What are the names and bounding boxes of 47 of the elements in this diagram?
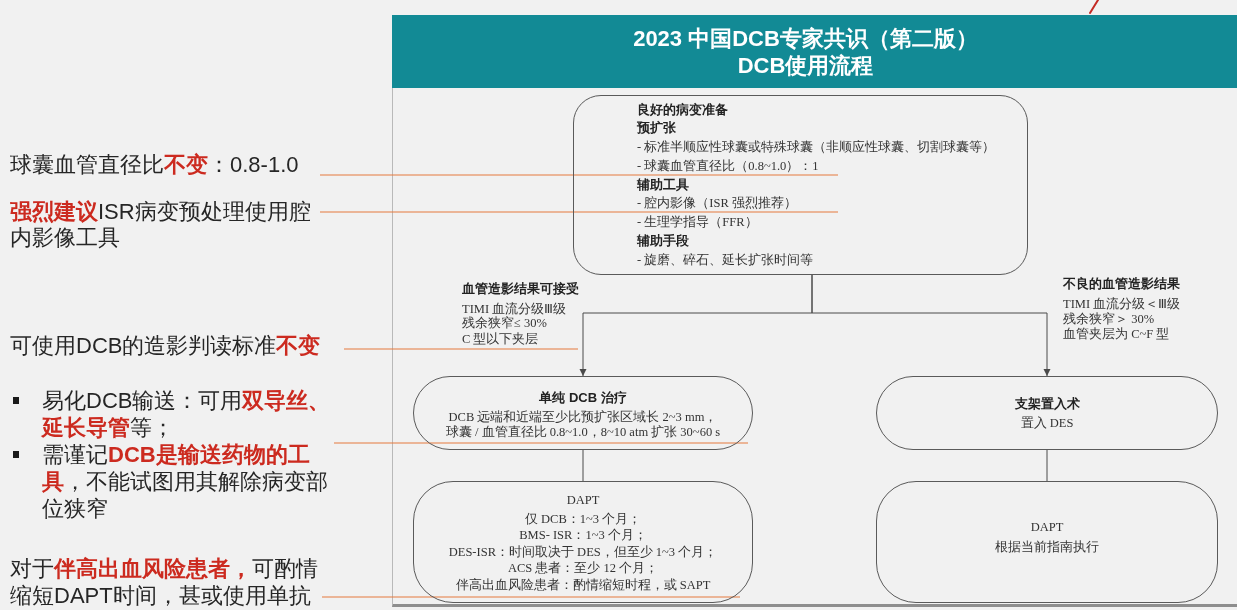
title-text: 2023 中国DCB专家共识（第二版）DCB使用流程: [632, 24, 979, 79]
connector-line: [582, 449, 584, 482]
box-text: 置入 DES: [1020, 415, 1074, 431]
leader-line: [343, 348, 579, 350]
annotation-text: 强烈建议ISR病变预处理使用腔内影像工具: [10, 199, 320, 251]
leader-line: [321, 596, 741, 598]
box-text: DCB 远端和近端至少比预扩张区域长 2~3 mm，球囊 / 血管直径比 0.8~1.0，8~10 atm 扩张 30~60 s: [444, 409, 722, 440]
criteria-text: TIMI 血流分级＜Ⅲ级: [1063, 296, 1181, 312]
leader-line: [333, 442, 749, 444]
box-title: 单纯 DCB 治疗: [539, 389, 627, 405]
connector-line: [1046, 449, 1048, 482]
box-text: BMS- ISR：1~3 个月；: [519, 527, 647, 544]
bullet-text: 需谨记DCB是输送药物的工具，不能试图用其解除病变部位狭窄: [42, 440, 329, 522]
section-heading: 预扩张: [637, 121, 676, 137]
leader-line: [319, 174, 839, 176]
bullet-text: 易化DCB输送：可用双导丝、延长导管等；: [42, 386, 332, 441]
section-heading: 辅助手段: [637, 233, 689, 249]
criteria-text: 残余狭窄＞ 30%: [1063, 311, 1155, 327]
annotation-text: 对于伴高出血风险患者，可酌情缩短DAPT时间，甚或使用单抗: [10, 554, 322, 609]
list-item-text: - 球囊血管直径比（0.8~1.0）：1: [637, 158, 819, 174]
branch-heading: 不良的血管造影结果: [1063, 276, 1180, 292]
list-item-text: - 生理学指导（FFR）: [637, 215, 758, 230]
rounded-box: [413, 481, 753, 603]
annotation-text: 球囊血管直径比不变：0.8-1.0: [10, 152, 320, 178]
list-item-text: - 腔内影像（ISR 强烈推荐）: [637, 196, 797, 212]
box-text: 仅 DCB：1~3 个月；: [524, 510, 642, 527]
criteria-text: C 型以下夹层: [462, 331, 539, 347]
box-title: 支架置入术: [1014, 395, 1080, 411]
rounded-box: [573, 95, 1028, 275]
box-text: DES-ISR：时间取决于 DES，但至少 1~3 个月；: [448, 543, 718, 560]
annotation-text: 可使用DCB的造影判读标准不变: [10, 333, 344, 359]
box-text: 伴高出血风险患者：酌情缩短时程，或 SAPT: [455, 576, 711, 593]
box-text: ACS 患者：至少 12 个月；: [507, 560, 659, 577]
rounded-box: [876, 481, 1218, 603]
criteria-text: TIMI 血流分级Ⅲ级: [462, 301, 567, 316]
arrow: [811, 274, 1051, 377]
criteria-text: 血管夹层为 C~F 型: [1063, 326, 1170, 342]
leader-line: [319, 211, 839, 213]
criteria-text: 残余狭窄≤ 30%: [462, 316, 547, 331]
box-title: DAPT: [1030, 519, 1064, 535]
box-title: DAPT: [566, 493, 600, 508]
section-heading: 良好的病变准备: [637, 102, 728, 118]
box-text: 根据当前指南执行: [995, 539, 1099, 555]
section-heading: 辅助工具: [637, 177, 689, 193]
list-item-text: - 旋磨、碎石、延长扩张时间等: [637, 252, 814, 268]
branch-heading: 血管造影结果可接受: [462, 281, 579, 297]
list-item-text: - 标准半顺应性球囊或特殊球囊（非顺应性球囊、切割球囊等）: [637, 140, 996, 155]
